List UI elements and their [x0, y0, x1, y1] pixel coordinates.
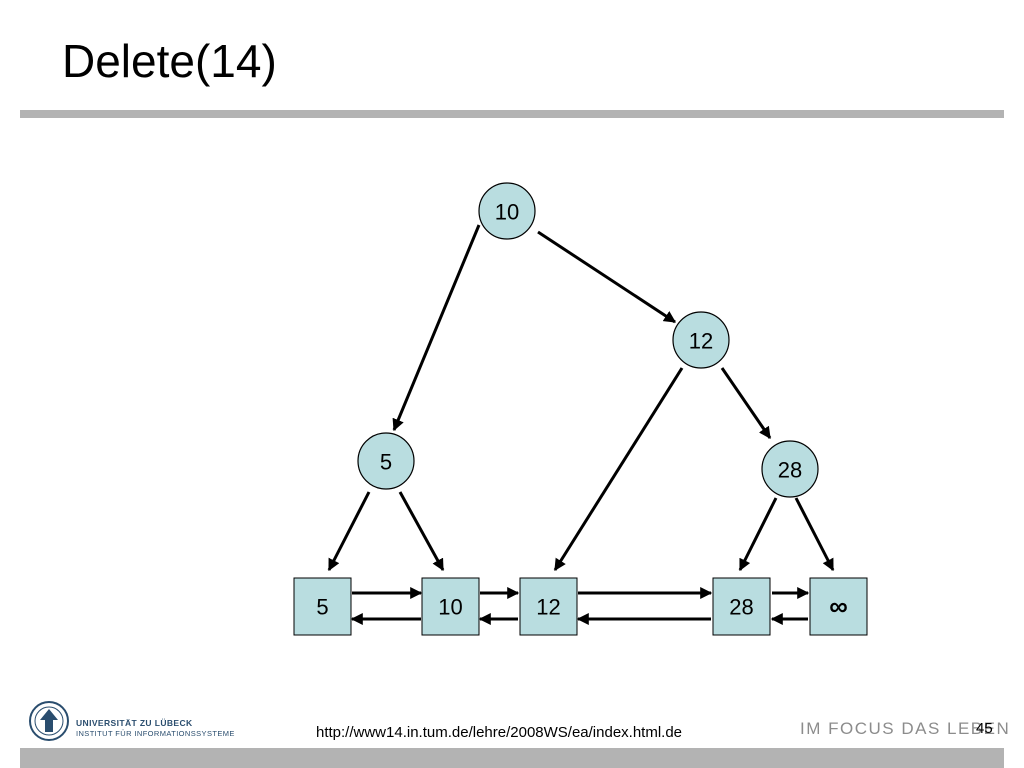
- leaf-label: 28: [729, 595, 753, 620]
- leaf-label: 5: [316, 595, 328, 620]
- inner-node-label: 5: [380, 450, 392, 475]
- leaf-10: 10: [421, 577, 480, 636]
- inner-node-label: 12: [689, 329, 713, 354]
- leaf-label: 12: [536, 595, 560, 620]
- edge-28-to-leaf-28: [738, 497, 778, 572]
- footer-slogan: IM FOCUS DAS LEBEN: [800, 719, 1011, 738]
- inner-node-12: 12: [672, 311, 730, 369]
- footer-bar: [20, 748, 1004, 768]
- page-number: 45: [976, 720, 993, 737]
- inner-node-label: 28: [778, 458, 802, 483]
- university-seal-icon: [29, 701, 69, 741]
- logo-institute-name: INSTITUT FÜR INFORMATIONSSYSTEME: [76, 729, 235, 738]
- inner-node-28: 28: [761, 440, 819, 498]
- leaf-label: ∞: [829, 591, 848, 621]
- leaf-12: 12: [519, 577, 578, 636]
- edge-5-to-leaf-10: [398, 491, 445, 572]
- leaf-5: 5: [293, 577, 352, 636]
- inner-node-10: 10: [478, 182, 536, 240]
- inner-node-5: 5: [357, 432, 415, 490]
- title-divider: [20, 110, 1004, 118]
- edge-28-to-leaf-inf: [794, 497, 835, 572]
- slide-title: Delete(14): [62, 35, 277, 87]
- edge-5-to-leaf-5: [327, 491, 371, 572]
- edge-12-to-leaf-12: [553, 367, 684, 572]
- leaf-label: 10: [438, 595, 462, 620]
- leaf-infinity: ∞: [809, 577, 868, 636]
- edge-10-to-12: [537, 230, 677, 324]
- footer-url: http://www14.in.tum.de/lehre/2008WS/ea/i…: [316, 724, 683, 741]
- leaf-28: 28: [712, 577, 771, 636]
- edge-10-to-5: [392, 224, 481, 432]
- edge-12-to-28: [720, 367, 772, 439]
- inner-node-label: 10: [495, 200, 519, 225]
- logo-university-name: UNIVERSITÄT ZU LÜBECK: [76, 718, 193, 728]
